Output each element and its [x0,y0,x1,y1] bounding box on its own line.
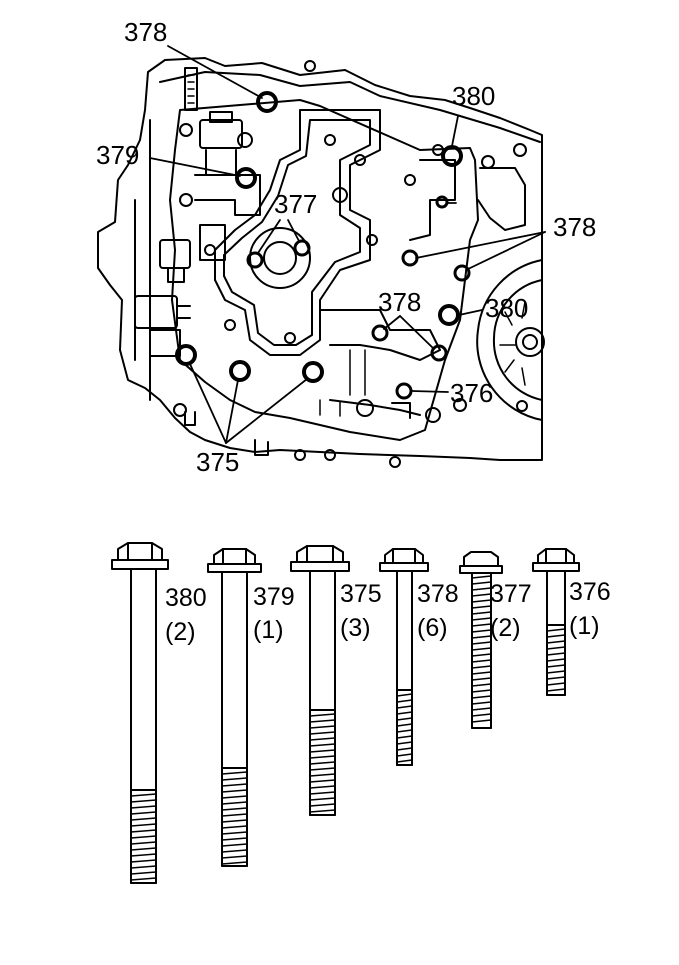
bolt-count-378: (6) [417,614,448,642]
callout-378-right: 378 [553,212,596,242]
bolt-label-380: 380 [165,584,207,612]
callout-379: 379 [96,140,139,170]
bolt-377-location [293,239,311,257]
bolt-label-377: 377 [490,580,532,608]
callout-380-top: 380 [452,81,495,111]
bolt-378-location [401,249,419,267]
callout-378-top: 378 [124,17,167,47]
bolt-376 [532,548,580,696]
valve-body-illustration [97,57,545,468]
bolt-count-379: (1) [253,616,284,644]
bolt-labels: 380 (2) 379 (1) 375 (3) 378 (6) 377 (2) … [165,578,611,646]
callout-377: 377 [274,189,317,219]
bolt-count-375: (3) [340,614,371,642]
bolt-label-379: 379 [253,583,295,611]
bolt-location [435,195,449,209]
bolt-380-location [438,304,460,326]
bolt-380-location [441,145,463,167]
leader-lines [149,45,546,444]
bolt-375-location [229,360,251,382]
bolt-378-location [430,344,448,362]
bolt-379-location [235,167,257,189]
bolt-count-377: (2) [490,614,521,642]
bolt-375-location [175,344,197,366]
callout-376: 376 [450,378,493,408]
bolt-locations [175,91,471,400]
callout-380-right: 380 [485,293,528,323]
bolt-379 [207,548,262,867]
bolt-378 [379,548,429,766]
bolt-375-location [302,361,324,383]
bolt-count-376: (1) [569,612,600,640]
bolt-377 [459,551,503,729]
callout-labels: 378 379 377 380 378 378 380 376 375 [96,17,596,477]
bolt-label-378: 378 [417,580,459,608]
bolt-378-location [371,324,389,342]
callout-375: 375 [196,447,239,477]
bolt-377-location [246,251,264,269]
bolt-label-376: 376 [569,578,611,606]
bolt-378-location [256,91,278,113]
bolt-378-location [453,264,471,282]
callout-378-mid: 378 [378,287,421,317]
bolt-count-380: (2) [165,618,196,646]
bolt-label-375: 375 [340,580,382,608]
bolt-380 [111,542,169,884]
bolt-375 [290,545,350,816]
bolt-376-location [395,382,413,400]
